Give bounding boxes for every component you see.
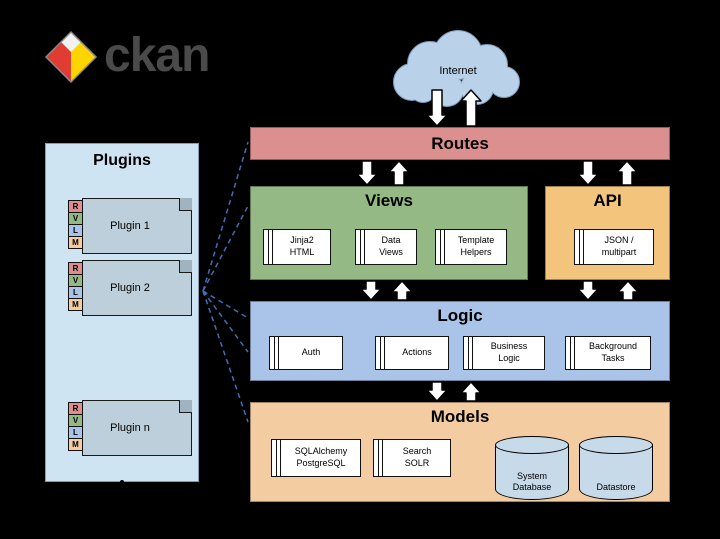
component-auth: Auth: [269, 336, 343, 370]
arrow-logic-to-api-up: [617, 280, 639, 301]
arrow-internet-to-routes-down: [426, 89, 448, 127]
arrow-api-to-logic-down: [577, 280, 599, 301]
system-database-cylinder: System Database: [495, 436, 569, 500]
arrow-routes-to-api-down: [577, 160, 599, 186]
arrow-routes-to-views-down: [356, 160, 378, 186]
arrow-api-to-routes-up: [616, 160, 638, 186]
system-database-label: System Database: [512, 470, 552, 492]
logic-title: Logic: [437, 306, 483, 325]
ckan-logo-text: ckan: [104, 29, 210, 82]
arrow-routes-to-internet-up: [460, 89, 482, 127]
plugin-2-tabs: R V L M: [68, 262, 83, 311]
component-json-multipart: JSON / multipart: [574, 229, 654, 265]
component-business-logic: Business Logic: [463, 336, 545, 370]
component-data-views: Data Views: [355, 229, 417, 265]
logic-layer: Logic Auth Actions Business Logic Backgr…: [250, 301, 670, 381]
views-title: Views: [365, 191, 413, 210]
arrow-models-to-logic-up: [460, 381, 482, 402]
logo-outline: [44, 30, 98, 84]
cylinder-top: [579, 436, 653, 454]
plugin-n-fold-corner: [179, 400, 192, 413]
plugin-2-fold-corner: [179, 260, 192, 273]
plugins-panel: Plugins Plugin 1 R V L M Plugin 2 R V L …: [45, 143, 199, 512]
arrow-logic-to-models-down: [426, 381, 448, 402]
plugin-n-label: Plugin n: [110, 422, 150, 434]
ckan-logo: ckan: [44, 28, 264, 90]
plugin-1-tabs: R V L M: [68, 200, 83, 249]
arrow-views-to-routes-up: [388, 160, 410, 186]
component-template-helpers: Template Helpers: [435, 229, 507, 265]
plugin-n-tabs: R V L M: [68, 402, 83, 451]
cylinder-top: [495, 436, 569, 454]
routes-layer: Routes: [250, 127, 670, 160]
plugin-2-label: Plugin 2: [110, 282, 150, 294]
ellipsis-dot: [120, 508, 124, 512]
plugin-1-fold-corner: [179, 198, 192, 211]
plugin-n: Plugin n R V L M: [68, 400, 194, 456]
api-layer: API JSON / multipart: [545, 186, 670, 280]
component-sqlalchemy-postgresql: SQLAlchemy PostgreSQL: [271, 439, 361, 477]
tab-models: M: [68, 298, 83, 311]
plugins-title: Plugins: [93, 152, 151, 169]
ellipsis-dot: [120, 480, 124, 484]
plugin-connector-lines: [202, 141, 249, 423]
models-title: Models: [430, 407, 490, 426]
plugin-1-label: Plugin 1: [110, 220, 150, 232]
ellipsis-dot: [120, 494, 124, 498]
ckan-logo-icon: [44, 30, 98, 84]
datastore-label: Datastore: [596, 481, 636, 492]
cylinder-body: [495, 445, 569, 500]
plugin-n-box: [82, 400, 192, 456]
tab-routes: R: [68, 262, 83, 275]
tab-models: M: [68, 236, 83, 249]
cylinder-body: [579, 445, 653, 500]
datastore-cylinder: Datastore: [579, 436, 653, 500]
api-title: API: [593, 191, 622, 210]
plugin-2-box: [82, 260, 192, 316]
plugin-1-box: [82, 198, 192, 254]
internet-label: Internet: [439, 65, 477, 77]
views-layer: Views Jinja2 HTML Data Views Template He…: [250, 186, 528, 280]
plugin-1: Plugin 1 R V L M: [68, 198, 194, 254]
plugins-ellipsis: [116, 470, 128, 512]
arrow-logic-to-views-up: [391, 280, 413, 301]
component-jinja2-html: Jinja2 HTML: [263, 229, 331, 265]
tab-models: M: [68, 438, 83, 451]
component-background-tasks: Background Tasks: [565, 336, 651, 370]
arrow-views-to-logic-down: [360, 280, 382, 301]
models-layer: Models SQLAlchemy PostgreSQL Search SOLR…: [250, 402, 670, 502]
plugin-2: Plugin 2 R V L M: [68, 260, 194, 316]
routes-title: Routes: [431, 134, 489, 153]
component-actions: Actions: [375, 336, 449, 370]
component-search-solr: Search SOLR: [373, 439, 451, 477]
